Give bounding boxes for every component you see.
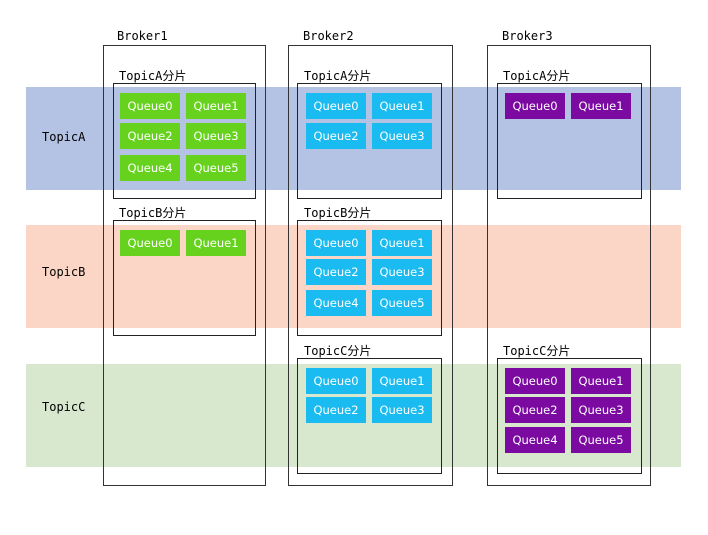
- queue-chip: Queue0: [306, 368, 366, 394]
- queue-chip: Queue3: [571, 397, 631, 423]
- partition-box: [297, 220, 442, 336]
- partition-box: [297, 358, 442, 474]
- broker-title: Broker1: [117, 29, 168, 43]
- queue-chip: Queue4: [306, 290, 366, 316]
- partition-title: TopicB分片: [119, 206, 187, 220]
- queue-chip: Queue0: [306, 230, 366, 256]
- queue-chip: Queue0: [120, 93, 180, 119]
- queue-chip: Queue0: [505, 93, 565, 119]
- queue-chip: Queue3: [186, 123, 246, 149]
- broker-title: Broker2: [303, 29, 354, 43]
- queue-chip: Queue2: [505, 397, 565, 423]
- queue-chip: Queue1: [571, 93, 631, 119]
- topic-label-c: TopicC: [42, 400, 86, 414]
- queue-chip: Queue5: [571, 427, 631, 453]
- queue-chip: Queue1: [372, 230, 432, 256]
- partition-title: TopicA分片: [304, 69, 372, 83]
- queue-chip: Queue2: [306, 259, 366, 285]
- topic-label-a: TopicA: [42, 130, 86, 144]
- queue-chip: Queue0: [505, 368, 565, 394]
- queue-chip: Queue1: [186, 93, 246, 119]
- queue-chip: Queue1: [372, 368, 432, 394]
- queue-chip: Queue1: [186, 230, 246, 256]
- queue-chip: Queue3: [372, 397, 432, 423]
- partition-title: TopicC分片: [503, 344, 571, 358]
- queue-chip: Queue5: [186, 155, 246, 181]
- queue-chip: Queue0: [120, 230, 180, 256]
- queue-chip: Queue4: [505, 427, 565, 453]
- partition-title: TopicB分片: [304, 206, 372, 220]
- queue-chip: Queue1: [571, 368, 631, 394]
- queue-chip: Queue2: [306, 397, 366, 423]
- partition-box: [497, 83, 642, 199]
- queue-chip: Queue3: [372, 259, 432, 285]
- queue-chip: Queue4: [120, 155, 180, 181]
- partition-title: TopicA分片: [119, 69, 187, 83]
- topic-label-b: TopicB: [42, 265, 86, 279]
- queue-chip: Queue3: [372, 123, 432, 149]
- partition-box: [497, 358, 642, 474]
- queue-chip: Queue2: [120, 123, 180, 149]
- partition-title: TopicA分片: [503, 69, 571, 83]
- broker-box: [487, 45, 651, 486]
- queue-chip: Queue5: [372, 290, 432, 316]
- broker-box: [103, 45, 266, 486]
- queue-chip: Queue0: [306, 93, 366, 119]
- queue-chip: Queue1: [372, 93, 432, 119]
- partition-title: TopicC分片: [304, 344, 372, 358]
- partition-box: [297, 83, 442, 199]
- partition-box: [113, 83, 256, 199]
- broker-box: [288, 45, 453, 486]
- partition-box: [113, 220, 256, 336]
- broker-title: Broker3: [502, 29, 553, 43]
- queue-chip: Queue2: [306, 123, 366, 149]
